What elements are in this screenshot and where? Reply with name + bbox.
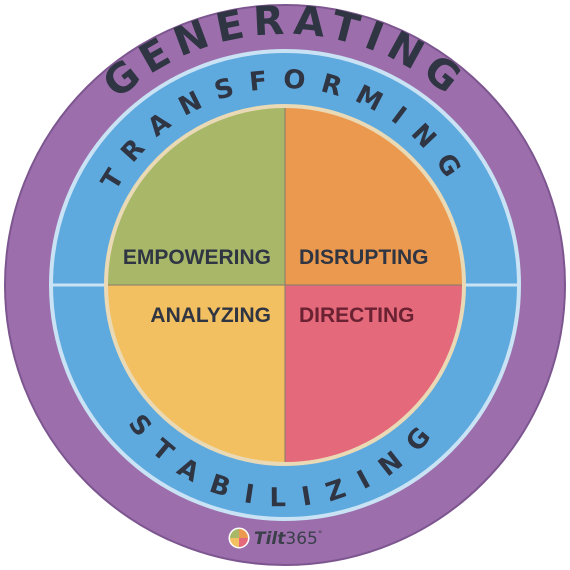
logo-number: 365 (285, 529, 317, 549)
logo-wordmark: Tilt365° (254, 529, 322, 549)
logo-name: Tilt (254, 529, 286, 549)
tilt365-logo: Tilt365° (225, 524, 322, 552)
tilt-logo-icon (225, 524, 253, 552)
quadrant-circle-border (104, 104, 466, 466)
analyzing-label: ANALYZING (150, 304, 271, 327)
disrupting-label: DISRUPTING (299, 246, 429, 269)
logo-mark: ° (318, 530, 323, 540)
directing-label: DIRECTING (299, 304, 415, 327)
empowering-label: EMPOWERING (123, 246, 271, 269)
